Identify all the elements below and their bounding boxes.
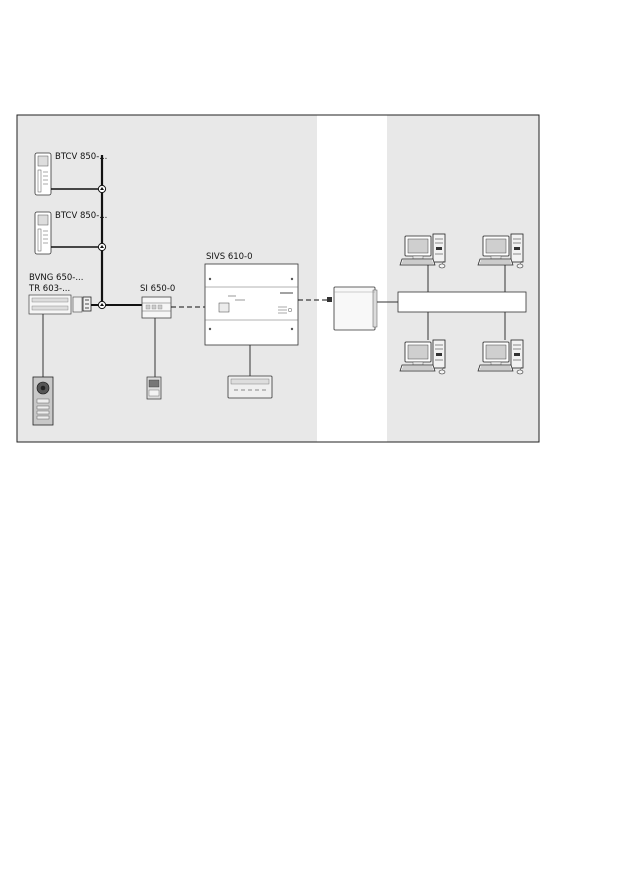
si-label: SI 650-0	[140, 284, 175, 294]
si-interface	[141, 296, 172, 319]
right-panel	[387, 115, 539, 442]
bvng-device	[28, 294, 83, 315]
connector-block	[82, 296, 92, 312]
bvng-label: BVNG 650-...	[29, 273, 83, 283]
btcv-top-label: BTCV 850-...	[55, 152, 107, 162]
btcv-mid-label: BTCV 850-...	[55, 211, 107, 221]
junction-mid	[97, 242, 107, 252]
power-unit	[227, 375, 273, 399]
tr-label: TR 603-...	[28, 284, 70, 294]
handset-top	[34, 152, 52, 196]
connector-square	[327, 297, 332, 302]
door-station	[32, 376, 54, 426]
router-box	[333, 286, 378, 331]
sivs-label: SIVS 610-0	[206, 252, 253, 262]
sivs-server	[204, 263, 299, 346]
handset-mid	[34, 211, 52, 255]
network-switch	[397, 291, 527, 313]
diagram-frame	[16, 114, 540, 443]
junction-top	[97, 184, 107, 194]
junction-bottom	[97, 300, 107, 310]
camera-device	[146, 376, 162, 400]
